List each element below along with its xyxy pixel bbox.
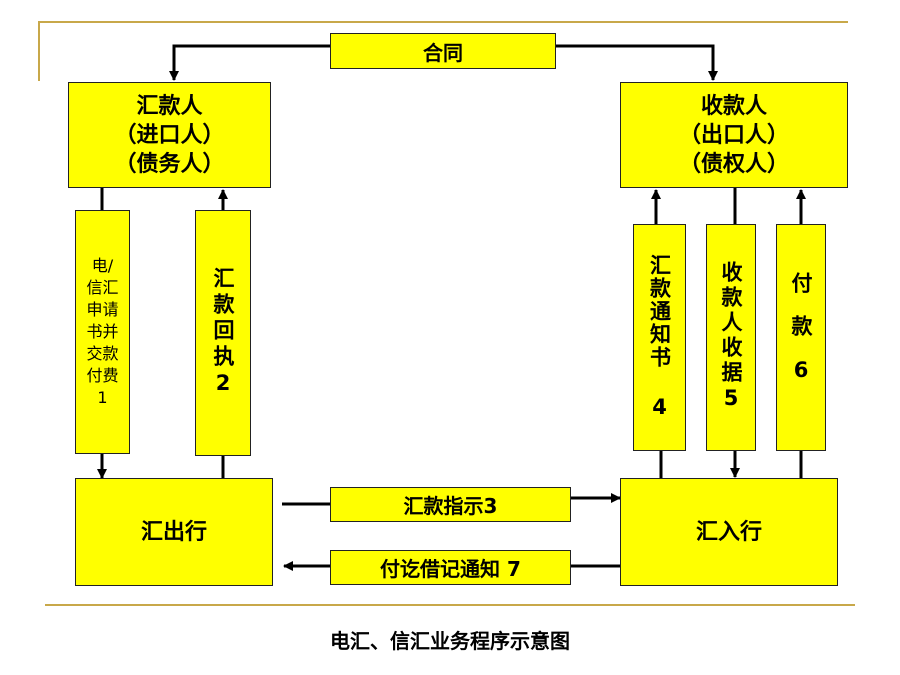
payee-line2: （出口人） [678, 122, 789, 148]
step1-label: 电/信汇申请书并交款付费1 [86, 256, 119, 407]
step2-box: 汇款回执2 [195, 210, 251, 456]
step5-label: 收款人收据5 [719, 261, 743, 414]
step6-box: 付款6 [776, 224, 826, 451]
step3-box: 汇款指示3 [330, 487, 571, 522]
step2-label: 汇款回执2 [211, 266, 235, 400]
step1-box: 电/信汇申请书并交款付费1 [75, 210, 130, 454]
step6-label: 付款6 [789, 271, 813, 404]
remitting-bank-box: 汇出行 [75, 478, 273, 586]
paying-bank-box: 汇入行 [620, 478, 838, 586]
payee-line3: （债权人） [678, 151, 789, 177]
contract-arrow-left [169, 44, 330, 81]
contract-arrow-right [556, 44, 718, 81]
left-rule [38, 21, 40, 81]
remitter-line2: （进口人） [114, 122, 225, 148]
remitting-bank-label: 汇出行 [140, 519, 207, 545]
paying-bank-label: 汇入行 [695, 519, 762, 545]
remitter-box: 汇款人 （进口人） （债务人） [68, 82, 271, 188]
contract-box: 合同 [330, 33, 556, 69]
step4-box: 汇款通知书 4 [633, 224, 686, 451]
step4-label: 汇款通知书 4 [647, 254, 672, 421]
bottom-rule [45, 604, 855, 606]
payee-line1: 收款人 [700, 93, 767, 119]
step7-label: 付讫借记通知 7 [380, 557, 521, 581]
contract-label: 合同 [423, 40, 463, 65]
remitter-line1: 汇款人 [136, 93, 203, 119]
step3-label: 汇款指示3 [403, 494, 498, 518]
remitter-line3: （债务人） [114, 151, 225, 177]
step7-box: 付讫借记通知 7 [330, 550, 571, 585]
step5-box: 收款人收据5 [706, 224, 756, 451]
payee-box: 收款人 （出口人） （债权人） [620, 82, 848, 188]
top-rule [38, 21, 848, 23]
diagram-caption: 电汇、信汇业务程序示意图 [330, 629, 570, 653]
